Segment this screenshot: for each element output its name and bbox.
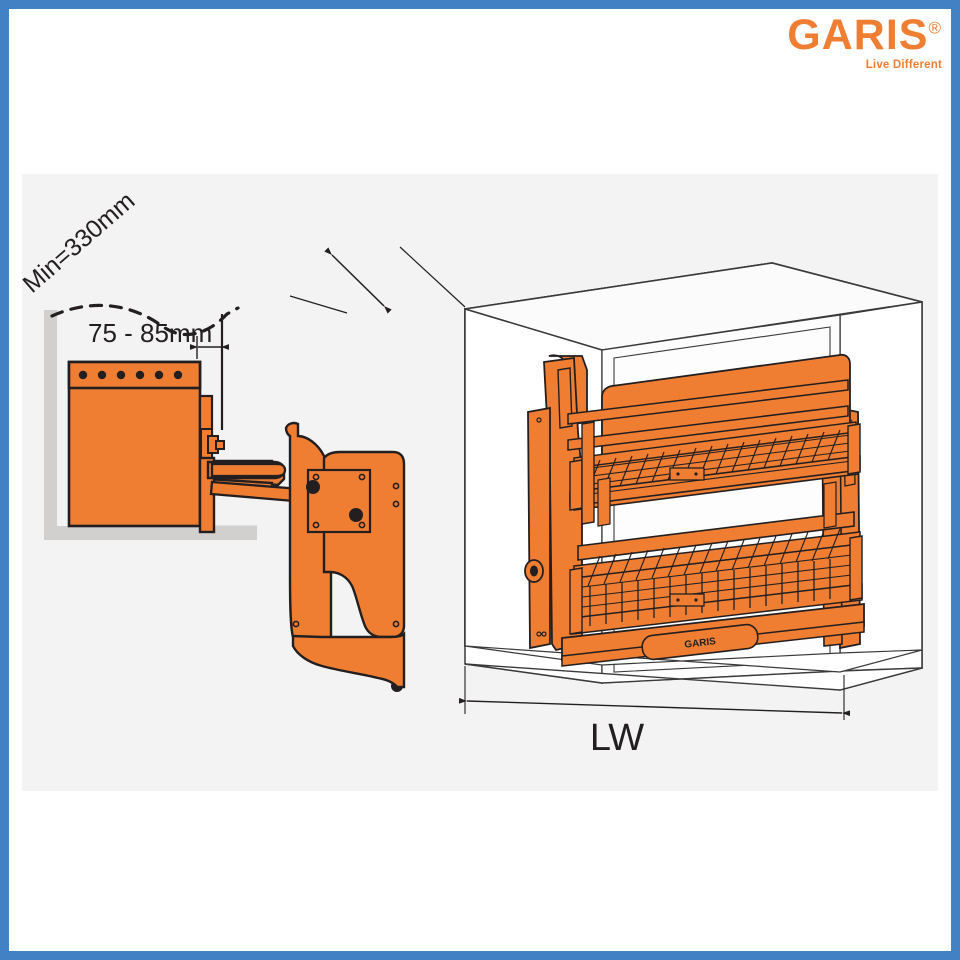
view-right-perspective: Min=330mm LW	[22, 187, 923, 759]
logo-tagline: Live Different	[865, 59, 942, 71]
arm-diagonal-upper	[210, 462, 287, 478]
dimension-min-330mm	[289, 246, 466, 314]
view-left-side-section: 75 - 85mm	[44, 303, 406, 692]
rack-lower-basket	[569, 528, 863, 635]
technical-drawing-svg: 75 - 85mm	[22, 187, 923, 759]
pivot-sub-plate	[306, 468, 372, 534]
dimension-lw	[458, 666, 851, 720]
pivot-bracket-root	[200, 428, 225, 462]
handle-brand-label: GARIS	[684, 636, 717, 651]
plate-lower-tail	[291, 631, 406, 689]
lower-basket-diagonals	[587, 528, 841, 587]
handle-grip	[641, 623, 759, 661]
wall-inner-face	[57, 314, 69, 526]
pivot-pin-lower	[349, 508, 363, 522]
logo-wordmark-text: GARIS®	[787, 14, 942, 57]
dimension-label-75-85mm: 75 - 85mm	[88, 318, 212, 348]
logo-wordmark-label: GARIS	[787, 11, 929, 59]
upper-dish-dividers	[587, 429, 841, 491]
rack-handle-bar: GARIS	[561, 602, 865, 667]
rack-support-wings	[581, 421, 837, 529]
rack-middle-shelf	[577, 511, 855, 561]
rack-upper-rails	[567, 379, 849, 451]
dimension-label-lw: LW	[590, 717, 644, 759]
registered-trademark-icon: ®	[928, 18, 942, 38]
break-line-dashed	[50, 303, 240, 337]
technical-drawing-panel: 75 - 85mm	[22, 174, 938, 791]
door-panel-assembly	[67, 360, 214, 528]
dimension-75-85mm	[190, 336, 229, 359]
dish-rack-product: GARIS	[524, 353, 865, 667]
pivot-pin-upper	[306, 480, 320, 494]
brand-logo: GARIS® Live Different	[787, 14, 942, 72]
mounting-holes	[78, 370, 183, 380]
dimension-label-min-330mm: Min=330mm	[22, 187, 140, 299]
rack-upper-basket	[569, 421, 861, 511]
